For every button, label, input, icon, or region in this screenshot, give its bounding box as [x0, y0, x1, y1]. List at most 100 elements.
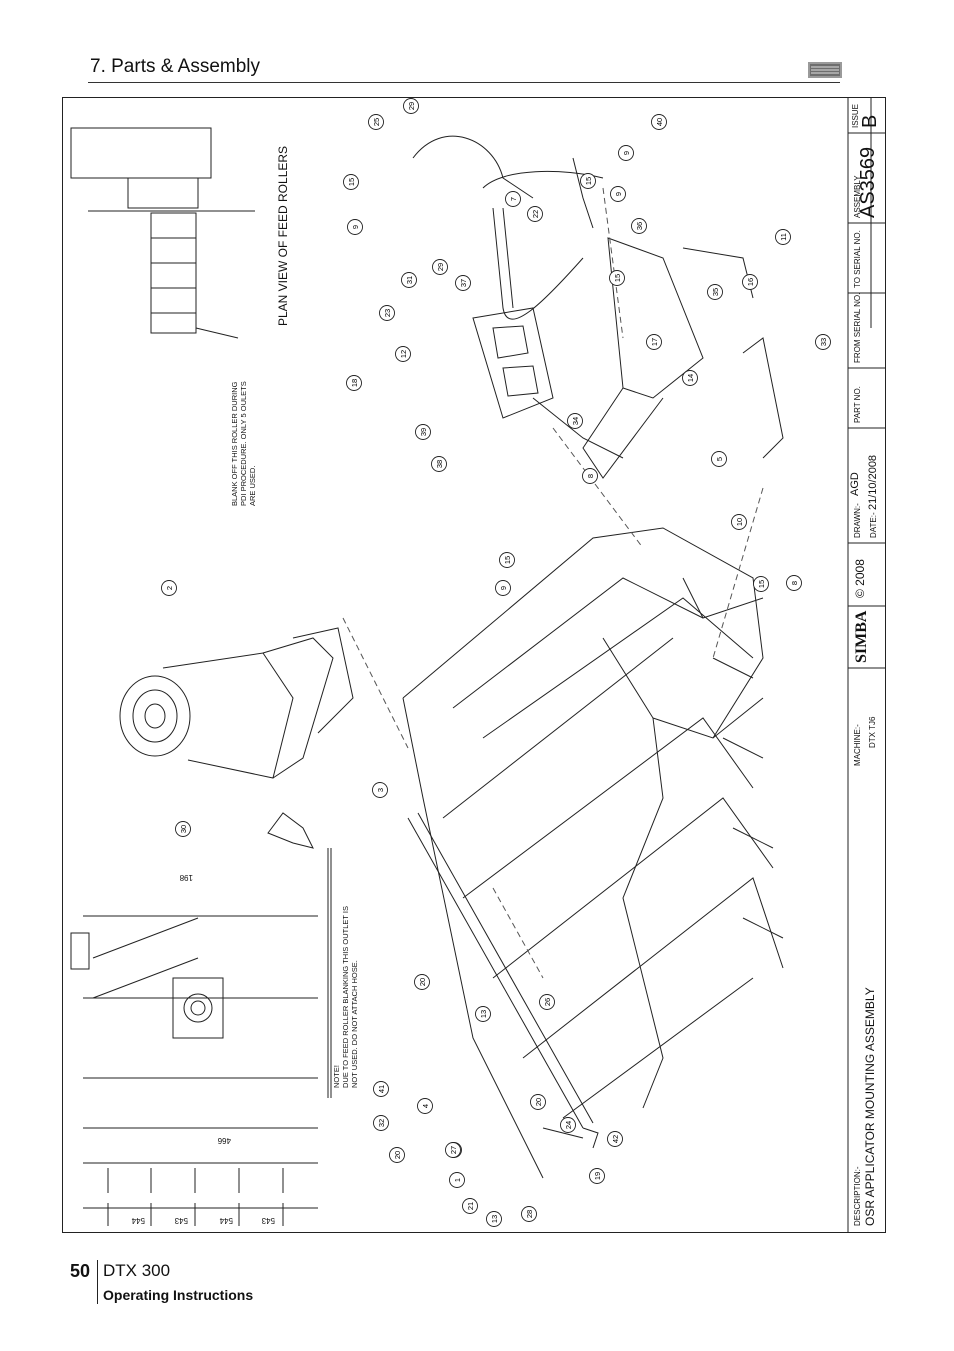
balloon-number: 4 [421, 1104, 430, 1108]
balloon-circle [521, 1206, 537, 1222]
item-balloon: 9 [610, 186, 626, 202]
from-serial-label: FROM SERIAL NO. [853, 292, 862, 363]
balloon-number: 21 [466, 1202, 475, 1210]
balloon-circle [495, 580, 511, 596]
balloon-circle [379, 305, 395, 321]
balloon-number: 24 [564, 1121, 573, 1129]
header-divider [88, 82, 840, 83]
balloon-circle [539, 994, 555, 1010]
balloon-circle [646, 334, 662, 350]
item-balloon: 24 [560, 1117, 576, 1133]
balloon-circle [372, 782, 388, 798]
balloon-number: 18 [350, 379, 359, 387]
balloon-number: 33 [819, 338, 828, 346]
balloon-number: 17 [650, 338, 659, 346]
footer-divider [97, 1260, 98, 1304]
blank-note-line1: BLANK OFF THIS ROLLER DURING [230, 381, 239, 506]
item-balloon: 20 [530, 1094, 546, 1110]
balloon-circle [415, 424, 431, 440]
balloon-number: 8 [790, 581, 799, 585]
item-balloon: 8 [582, 468, 598, 484]
balloon-circle [401, 272, 417, 288]
balloon-number: 22 [531, 210, 540, 218]
item-balloon: 14 [682, 370, 698, 386]
item-balloon: 9 [347, 219, 363, 235]
item-balloon: 15 [499, 552, 515, 568]
balloon-number: 14 [686, 374, 695, 382]
item-balloon: 16 [742, 274, 758, 290]
assembly-drawing: 198 466 544 543 544 543 BLANK OFF THIS R… [70, 98, 885, 1232]
balloon-circle [373, 1115, 389, 1131]
item-balloon: 38 [431, 456, 447, 472]
plan-view-title: PLAN VIEW OF FEED ROLLERS [276, 146, 290, 326]
balloon-circle [347, 219, 363, 235]
item-balloon: 18 [346, 375, 362, 391]
balloon-circle [742, 274, 758, 290]
balloon-number: 15 [584, 177, 593, 185]
balloon-circle [775, 229, 791, 245]
item-balloon: 30 [175, 821, 191, 837]
balloon-number: 35 [711, 288, 720, 296]
item-balloon: 13 [475, 1006, 491, 1022]
section-title: 7. Parts & Assembly [90, 56, 261, 77]
balloon-circle [582, 468, 598, 484]
balloon-circle [395, 346, 411, 362]
item-balloon: 9 [495, 580, 511, 596]
item-balloon: 2 [161, 580, 177, 596]
blank-note-line3: ARE USED. [248, 466, 257, 506]
item-balloon: 23 [379, 305, 395, 321]
balloon-number: 12 [399, 350, 408, 358]
dimension-543-b: 543 [261, 1216, 275, 1225]
dimension-544-a: 544 [131, 1216, 145, 1225]
balloon-number: 15 [347, 178, 356, 186]
balloon-circle [449, 1172, 465, 1188]
item-balloon: 10 [731, 514, 747, 530]
balloon-number: 11 [779, 233, 788, 241]
balloon-number: 23 [383, 309, 392, 317]
balloon-number: 20 [418, 978, 427, 986]
balloon-circle [455, 275, 471, 291]
item-balloon: 4 [417, 1098, 433, 1114]
item-balloon: 9 [618, 145, 634, 161]
item-balloon: 37 [455, 275, 471, 291]
balloon-number: 9 [614, 192, 623, 196]
balloon-number: 10 [735, 518, 744, 526]
page-number: 50 [70, 1261, 91, 1281]
balloon-circle [161, 580, 177, 596]
date-label: DATE:- [869, 512, 878, 538]
balloon-circle [815, 334, 831, 350]
balloon-number: 9 [622, 151, 631, 155]
balloon-number: 5 [715, 457, 724, 461]
balloon-circle [786, 575, 802, 591]
balloon-circle [530, 1094, 546, 1110]
machine-label: MACHINE:- [853, 724, 862, 766]
item-balloon: 36 [631, 218, 647, 234]
balloon-number: 28 [525, 1210, 534, 1218]
item-balloon: 15 [343, 174, 359, 190]
machine-value: DTX TJ6 [868, 716, 877, 748]
drawing-description: OSR APPLICATOR MOUNTING ASSEMBLY [863, 987, 877, 1226]
item-balloon: 35 [707, 284, 723, 300]
item-balloon: 29 [432, 259, 448, 275]
balloon-number: 37 [459, 279, 468, 287]
balloon-circle [567, 413, 583, 429]
balloon-circle [403, 98, 419, 114]
item-balloon: 15 [609, 270, 625, 286]
dimension-466: 466 [217, 1136, 231, 1145]
item-balloon: 15 [580, 173, 596, 189]
balloon-circle [731, 514, 747, 530]
balloon-circle [486, 1211, 502, 1227]
drawn-label: DRAWN:- [853, 503, 862, 538]
balloon-circle [368, 114, 384, 130]
balloon-number: 8 [586, 474, 595, 478]
simba-logo-icon [808, 62, 842, 78]
balloon-circle [414, 974, 430, 990]
part-no-label: PART NO. [853, 386, 862, 423]
model-name: DTX 300 [103, 1261, 171, 1280]
balloon-circle [651, 114, 667, 130]
blank-note-line2: PDI PROCEDURE. ONLY 5 OULETS [239, 381, 248, 506]
balloon-number: 7 [509, 197, 518, 201]
balloon-number: 38 [435, 460, 444, 468]
balloon-circle [445, 1142, 461, 1158]
